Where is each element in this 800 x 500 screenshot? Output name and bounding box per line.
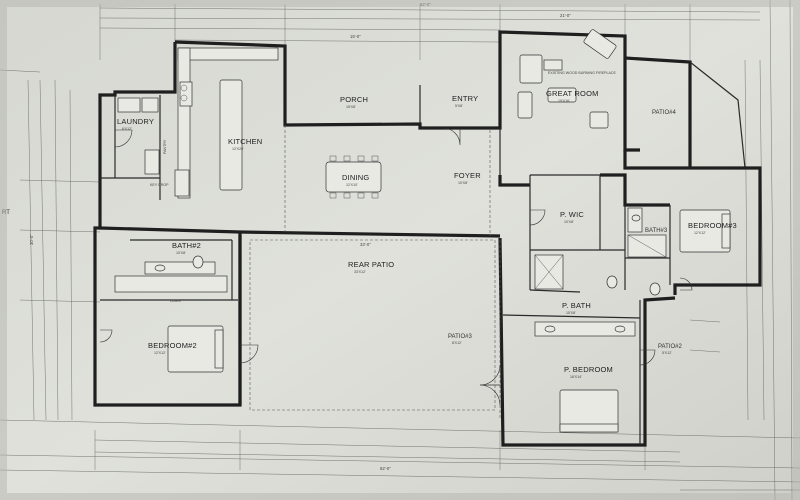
dim-rear-patio-span: 33'-0": [360, 242, 371, 247]
dim-bottom-total: 62'-0": [380, 466, 391, 471]
label-patio3: PATIO#3: [448, 334, 472, 340]
door-swings: [99, 127, 693, 406]
right-dimension-lines: [689, 59, 765, 421]
label-porch: PORCH: [340, 95, 368, 104]
beds: [167, 209, 731, 433]
label-great-room-size: 19'X16': [558, 99, 570, 103]
dining-table: [325, 155, 382, 199]
label-bedroom3-size: 12'X12': [694, 231, 706, 235]
label-entry: ENTRY: [452, 94, 478, 103]
label-laundry-size: 6'X12': [122, 127, 132, 131]
label-patio4: PATIO#4: [652, 110, 676, 116]
label-laundry: LAUNDRY: [117, 117, 154, 126]
left-dimension-lines: [19, 79, 101, 421]
label-rear-patio: REAR PATIO: [348, 260, 394, 269]
label-bath3: BATH#3: [645, 228, 668, 234]
label-p-bath: P. BATH: [562, 301, 591, 310]
label-p-wic: P. WIC: [560, 210, 584, 219]
label-kitchen: KITCHEN: [228, 137, 262, 146]
room-labels: PORCH 15'X8' ENTRY 5'X8' GREAT ROOM 19'X…: [117, 71, 737, 379]
bottom-dimension-lines: [94, 430, 681, 470]
label-patio2-size: 5'X12': [662, 351, 672, 355]
label-p-bedroom-size: 16'X14': [570, 375, 582, 379]
interior-walls: [100, 85, 671, 445]
label-bath2-size: 10'X8': [176, 251, 186, 255]
dim-left-total: 30'-0": [29, 234, 34, 245]
dim-great-span: 21'-0": [560, 13, 571, 18]
label-kitchen-size: 12'X20': [232, 147, 244, 151]
label-p-wic-size: 10'X8': [564, 220, 574, 224]
label-linen: LINEN: [170, 299, 181, 303]
kitchen-fixtures: [174, 47, 279, 199]
label-bedroom3: BEDROOM#3: [688, 221, 737, 230]
label-bath2: BATH#2: [172, 241, 201, 250]
label-p-bath-size: 15'X8': [566, 311, 576, 315]
label-great-room: GREAT ROOM: [546, 89, 599, 98]
label-dining-size: 12'X10': [346, 183, 358, 187]
label-p-bedroom: P. BEDROOM: [564, 365, 613, 374]
label-patio3-size: 8'X12': [452, 341, 462, 345]
label-pantry: PANTRY: [163, 139, 167, 154]
label-fireplace: EXISTING WOOD BURNING FIREPLACE: [548, 71, 616, 75]
label-bedroom2-size: 12'X12': [154, 351, 166, 355]
label-patio2: PATIO#2: [658, 344, 682, 350]
dashed-outlines: [249, 125, 501, 420]
label-key-drop: KEY DROP: [150, 183, 169, 187]
label-bedroom2: BEDROOM#2: [148, 341, 197, 350]
label-porch-size: 15'X8': [346, 105, 356, 109]
label-entry-size: 5'X8': [455, 104, 463, 108]
label-dining: DINING: [342, 173, 369, 182]
great-room-furniture: [517, 29, 617, 129]
top-dimension-lines: [99, 4, 761, 60]
bath-fixtures: [114, 207, 667, 337]
label-foyer-size: 10'X8': [458, 181, 468, 185]
laundry-fixtures: [117, 97, 160, 175]
dim-porch-span: 15'-0": [350, 34, 361, 39]
label-foyer: FOYER: [454, 171, 481, 180]
label-rear-patio-size: 33'X12': [354, 270, 366, 274]
